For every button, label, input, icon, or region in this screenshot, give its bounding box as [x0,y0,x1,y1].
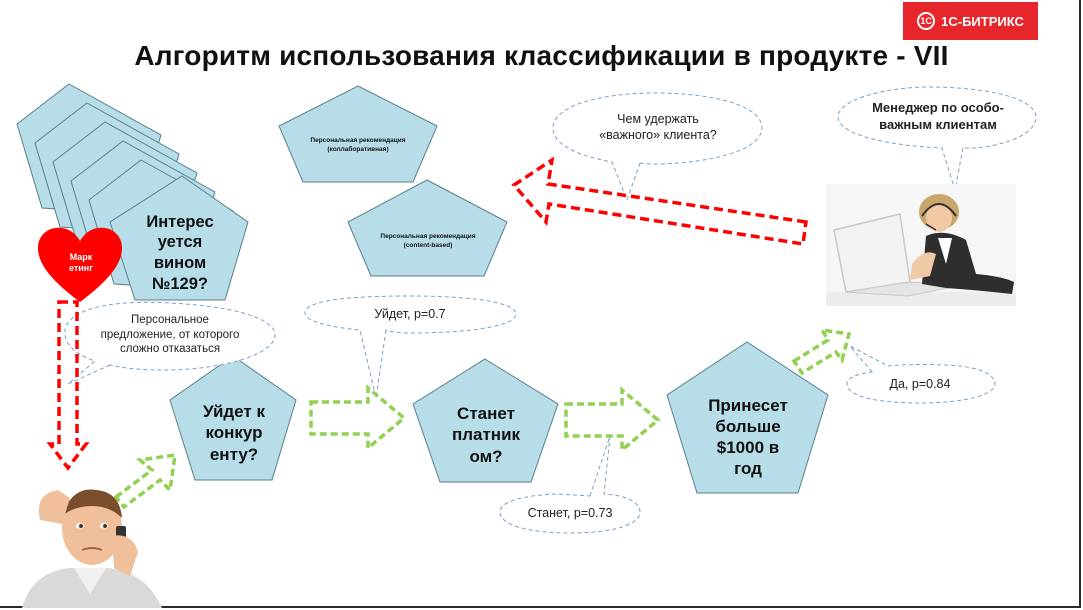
man-hand-head [38,490,70,524]
woman-face [926,204,952,232]
woman-body [922,232,1014,294]
arrow-left-red [511,156,808,247]
man-hand-phone [112,535,138,576]
arrow-up-right [791,327,852,376]
slide-title: Алгоритм использования классификации в п… [134,40,949,71]
bring-label: Принесет больше $1000 в год [708,395,788,479]
brand-logo: 1С 1С-БИТРИКС [903,2,1038,40]
become-bubble [499,435,641,534]
arrow-right-2 [564,386,661,454]
offer-callout-text: Персональное предложение, от которого сл… [100,313,240,356]
man-head [62,491,122,565]
man-hair [62,489,122,518]
retain-callout-text: Чем удержать «важного» клиента? [599,111,717,142]
leave-pentagon [169,355,297,481]
leave-label: Уйдет к конкур енту? [203,402,265,464]
brand-logo-text: 1С-БИТРИКС [941,13,1024,29]
stack-top-label: Интерес уется вином №129? [146,212,214,293]
yes-bubble [846,345,996,404]
leave-bubble [304,295,517,399]
headset [921,203,957,217]
floor-shadow [826,292,1016,306]
heart-label: Марк етинг [68,251,93,273]
leave-callout-text: Уйдет, p=0.7 [374,306,446,321]
manager-callout-text: Менеджер по особо-важным клиентам [872,100,1004,132]
offer-bubble [64,301,276,385]
collab-pentagon [278,85,438,183]
arrow-up-left [113,452,178,510]
retain-bubble [552,92,763,202]
content-pentagon [347,179,508,277]
manager-photo [826,184,1016,306]
arrow-right-1 [309,384,407,452]
customer-photo [12,476,172,608]
yes-callout-text: Да, p=0.84 [889,376,951,391]
card-stack [16,83,249,301]
payer-pentagon [412,358,559,483]
woman-arm [910,252,936,280]
arrow-down-red [46,300,90,471]
payer-label: Станет платник ом? [451,404,521,466]
content-label: Персональная рекомендация (content-based… [380,233,476,249]
collab-label: Персональная рекомендация (коллаборативн… [310,137,406,153]
stack-card-top [109,175,249,301]
brand-logo-mark: 1С [917,12,936,30]
laptop-screen [833,213,911,293]
bring-pentagon [666,341,829,494]
manager-bubble [837,86,1037,191]
marketing-heart [38,227,122,302]
become-callout-text: Станет, p=0.73 [527,505,613,520]
